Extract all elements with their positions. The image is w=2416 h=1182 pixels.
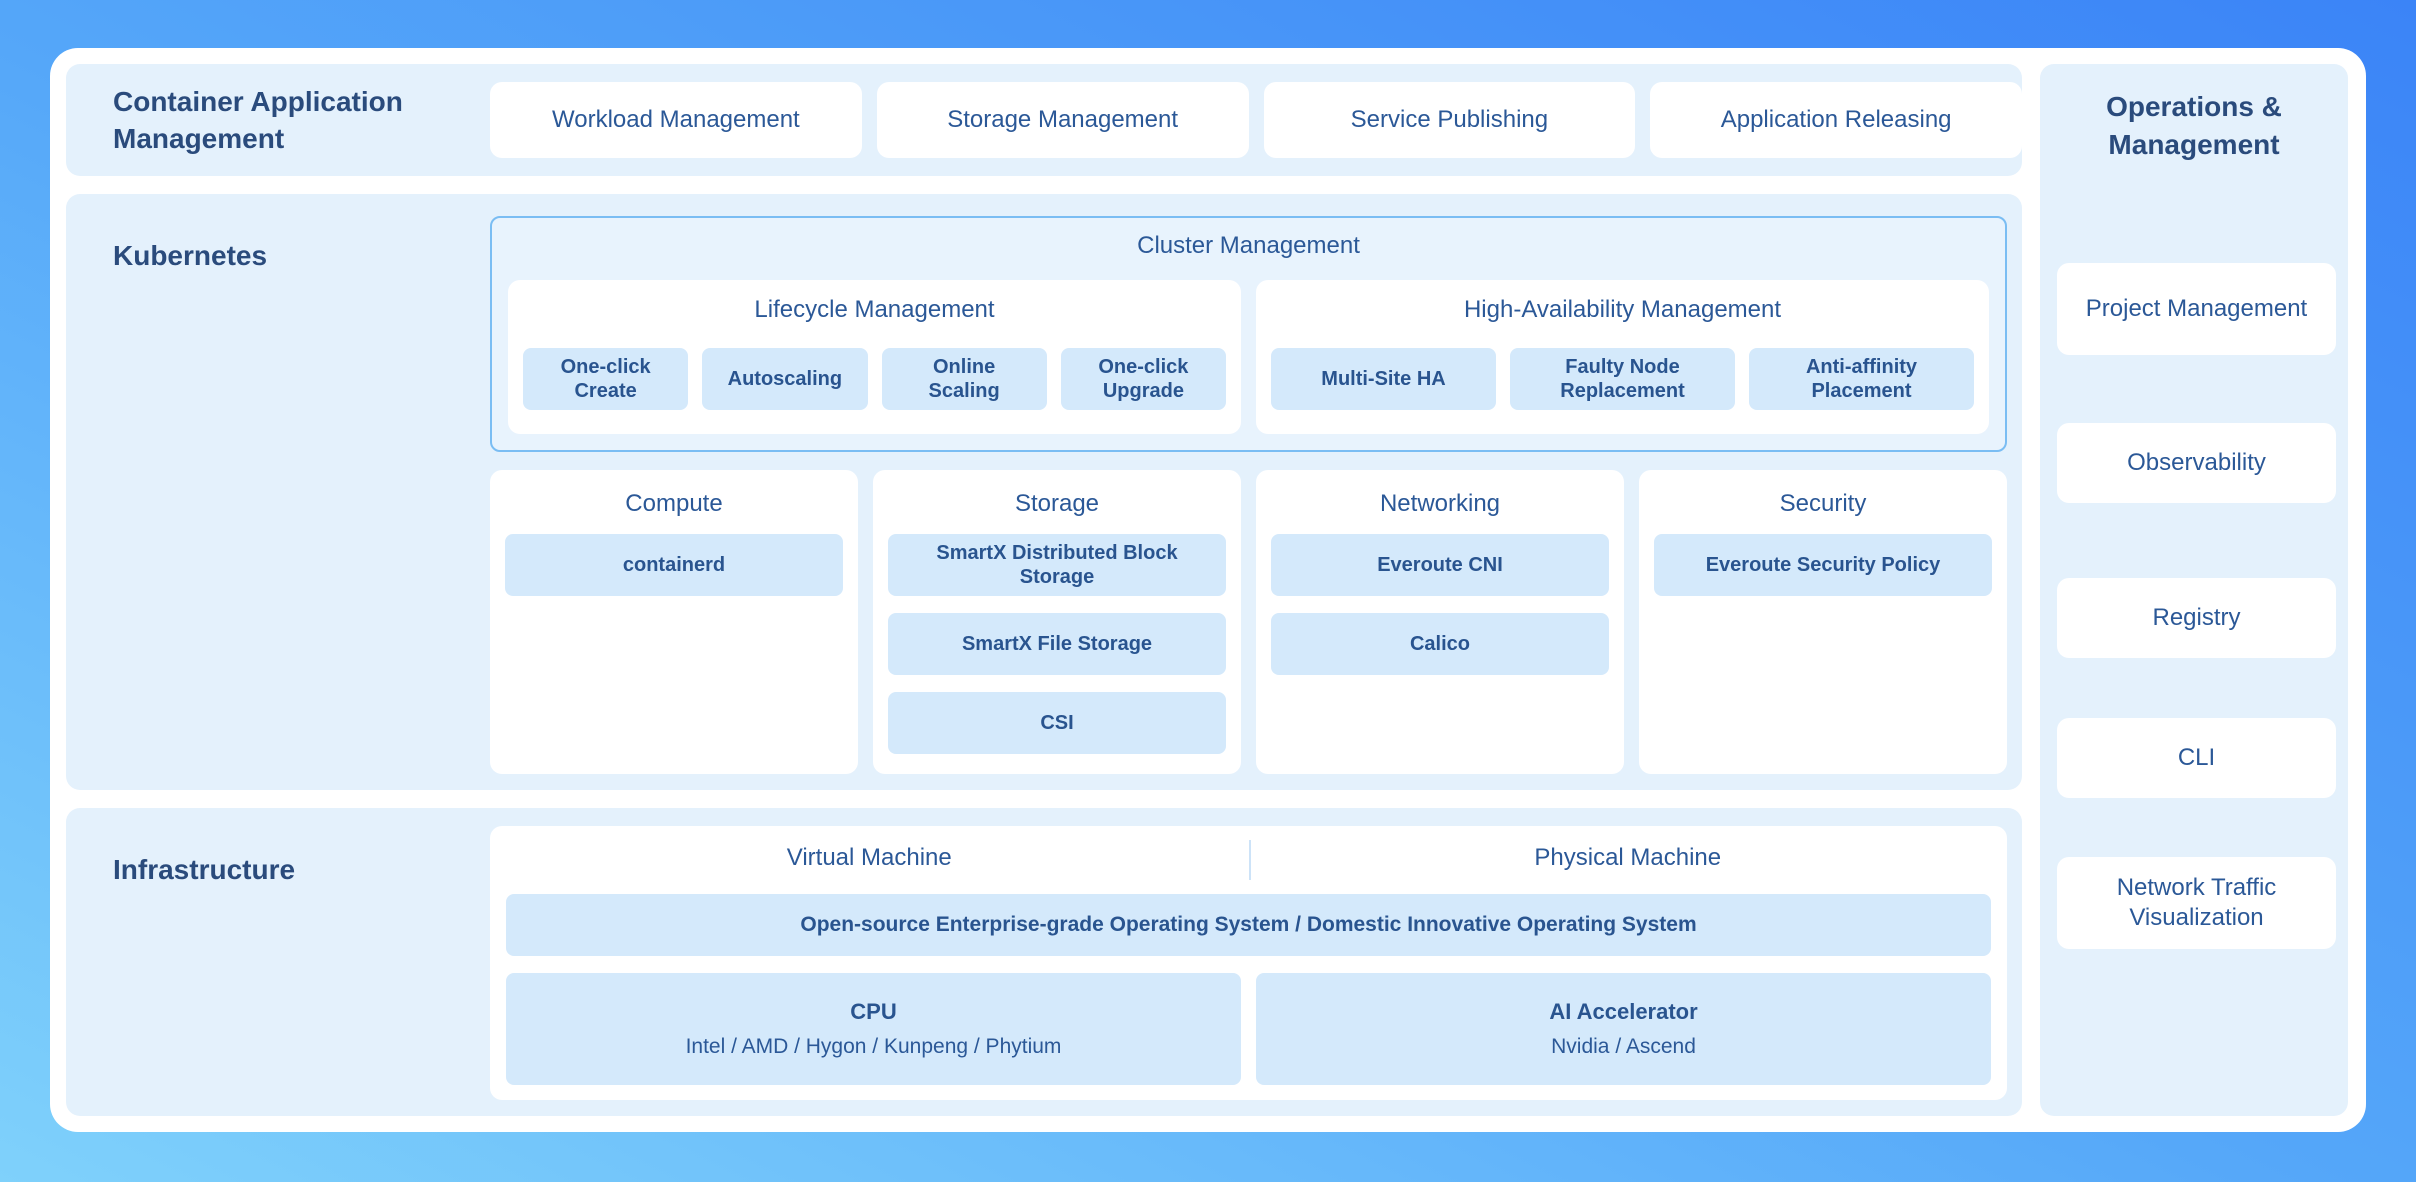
infrastructure-panel: Infrastructure Virtual Machine Physical …	[66, 808, 2022, 1116]
application-releasing-box: Application Releasing	[1650, 82, 2022, 158]
architecture-diagram-frame: Container Application Management Workloa…	[50, 48, 2366, 1132]
storage-title: Storage	[1014, 490, 1100, 517]
smartx-distributed-block-storage-chip: SmartX Distributed Block Storage	[888, 534, 1226, 596]
operations-management-title: Operations & Management	[2106, 91, 2282, 160]
lifecycle-management-card: Lifecycle Management One-click Create Au…	[508, 280, 1241, 434]
registry-card: Registry	[2057, 578, 2336, 658]
security-title: Security	[1779, 490, 1867, 517]
machine-divider	[1248, 840, 1251, 880]
ai-accelerator-box: AI Accelerator Nvidia / Ascend	[1256, 973, 1991, 1085]
kubernetes-columns: Compute containerd Storage SmartX Distri…	[490, 470, 2007, 774]
container-application-management-items: Workload Management Storage Management S…	[490, 82, 2022, 158]
security-column: Security Everoute Security Policy	[1639, 470, 2007, 774]
infrastructure-title: Infrastructure	[113, 854, 296, 885]
container-application-management-title: Container Application Management	[113, 86, 403, 154]
cli-card: CLI	[2057, 718, 2336, 798]
cluster-management-groups: Lifecycle Management One-click Create Au…	[508, 280, 1989, 434]
high-availability-management-card: High-Availability Management Multi-Site …	[1256, 280, 1989, 434]
kubernetes-panel: Kubernetes Cluster Management Lifecycle …	[66, 194, 2022, 790]
project-management-card: Project Management	[2057, 263, 2336, 355]
cluster-management-box: Cluster Management Lifecycle Management …	[490, 216, 2007, 452]
calico-chip: Calico	[1271, 613, 1609, 675]
one-click-create-chip: One-click Create	[523, 348, 689, 410]
networking-title: Networking	[1379, 490, 1501, 517]
machine-headers: Virtual Machine Physical Machine	[490, 826, 2007, 880]
infrastructure-card: Virtual Machine Physical Machine Open-so…	[490, 826, 2007, 1100]
cpu-vendors: Intel / AMD / Hygon / Kunpeng / Phytium	[685, 1035, 1062, 1058]
virtual-machine-header: Virtual Machine	[786, 844, 952, 871]
containerd-chip: containerd	[505, 534, 843, 596]
everoute-security-policy-chip: Everoute Security Policy	[1654, 534, 1992, 596]
operations-management-panel: Operations & Management Project Manageme…	[2040, 64, 2348, 1116]
kubernetes-title: Kubernetes	[113, 240, 268, 271]
networking-column: Networking Everoute CNI Calico	[1256, 470, 1624, 774]
online-scaling-chip: Online Scaling	[881, 348, 1047, 410]
physical-machine-header: Physical Machine	[1534, 844, 1722, 871]
cpu-box: CPU Intel / AMD / Hygon / Kunpeng / Phyt…	[506, 973, 1241, 1085]
faulty-node-replacement-chip: Faulty Node Replacement	[1510, 348, 1735, 410]
anti-affinity-placement-chip: Anti-affinity Placement	[1749, 348, 1974, 410]
lifecycle-management-title: Lifecycle Management	[754, 296, 995, 323]
autoscaling-chip: Autoscaling	[702, 348, 868, 410]
observability-card: Observability	[2057, 423, 2336, 503]
workload-management-box: Workload Management	[490, 82, 862, 158]
ai-accelerator-vendors: Nvidia / Ascend	[1551, 1035, 1696, 1058]
one-click-upgrade-chip: One-click Upgrade	[1060, 348, 1226, 410]
container-application-management-panel: Container Application Management Workloa…	[66, 64, 2022, 176]
cpu-title: CPU	[850, 999, 897, 1024]
cluster-management-title: Cluster Management	[1137, 232, 1360, 259]
network-traffic-visualization-card: Network Traffic Visualization	[2057, 857, 2336, 949]
service-publishing-box: Service Publishing	[1263, 82, 1636, 158]
smartx-file-storage-chip: SmartX File Storage	[888, 613, 1226, 675]
ai-accelerator-title: AI Accelerator	[1549, 999, 1698, 1024]
multi-site-ha-chip: Multi-Site HA	[1271, 348, 1496, 410]
csi-chip: CSI	[888, 692, 1226, 754]
hardware-row: CPU Intel / AMD / Hygon / Kunpeng / Phyt…	[506, 973, 1991, 1085]
high-availability-management-title: High-Availability Management	[1463, 296, 1782, 323]
lifecycle-management-chips: One-click Create Autoscaling Online Scal…	[523, 348, 1226, 410]
high-availability-management-chips: Multi-Site HA Faulty Node Replacement An…	[1271, 348, 1974, 410]
storage-management-box: Storage Management	[876, 82, 1249, 158]
everoute-cni-chip: Everoute CNI	[1271, 534, 1609, 596]
compute-column: Compute containerd	[490, 470, 858, 774]
operating-system-bar: Open-source Enterprise-grade Operating S…	[506, 894, 1991, 956]
compute-title: Compute	[625, 490, 723, 517]
storage-column: Storage SmartX Distributed Block Storage…	[873, 470, 1241, 774]
